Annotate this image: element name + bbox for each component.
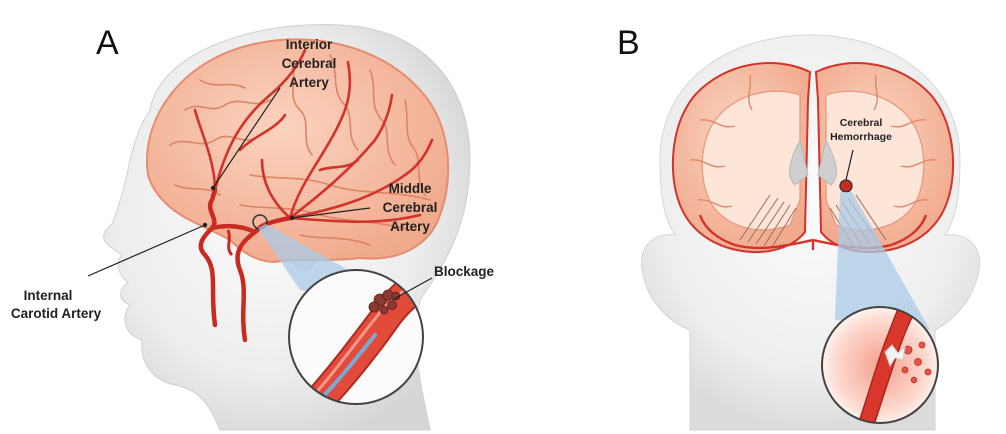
leader-dot xyxy=(203,223,207,227)
svg-text:Hemorrhage: Hemorrhage xyxy=(830,131,892,143)
leader-dot xyxy=(211,186,215,190)
svg-text:Artery: Artery xyxy=(390,219,430,234)
svg-text:Middle: Middle xyxy=(389,181,432,196)
hemorrhage-site xyxy=(840,180,852,192)
panel-b-letter: B xyxy=(617,24,640,62)
svg-text:Cerebral: Cerebral xyxy=(840,117,883,129)
label-internal-carotid-artery: Internal Carotid Artery xyxy=(11,288,102,321)
svg-text:Cerebral: Cerebral xyxy=(383,200,438,215)
svg-text:Cerebral: Cerebral xyxy=(282,56,337,71)
leader-dot xyxy=(290,216,294,220)
svg-text:Artery: Artery xyxy=(289,75,329,90)
svg-text:Interior: Interior xyxy=(286,37,333,52)
label-interior-cerebral-artery: Interior Cerebral Artery xyxy=(282,37,337,90)
panel-a-letter: A xyxy=(96,24,119,62)
panel-b: B xyxy=(617,24,980,430)
label-middle-cerebral-artery: Middle Cerebral Artery xyxy=(383,181,438,234)
label-blockage: Blockage xyxy=(434,264,495,279)
svg-text:Internal: Internal xyxy=(24,288,73,303)
svg-text:Carotid Artery: Carotid Artery xyxy=(11,306,102,321)
panel-a: A xyxy=(11,24,495,430)
